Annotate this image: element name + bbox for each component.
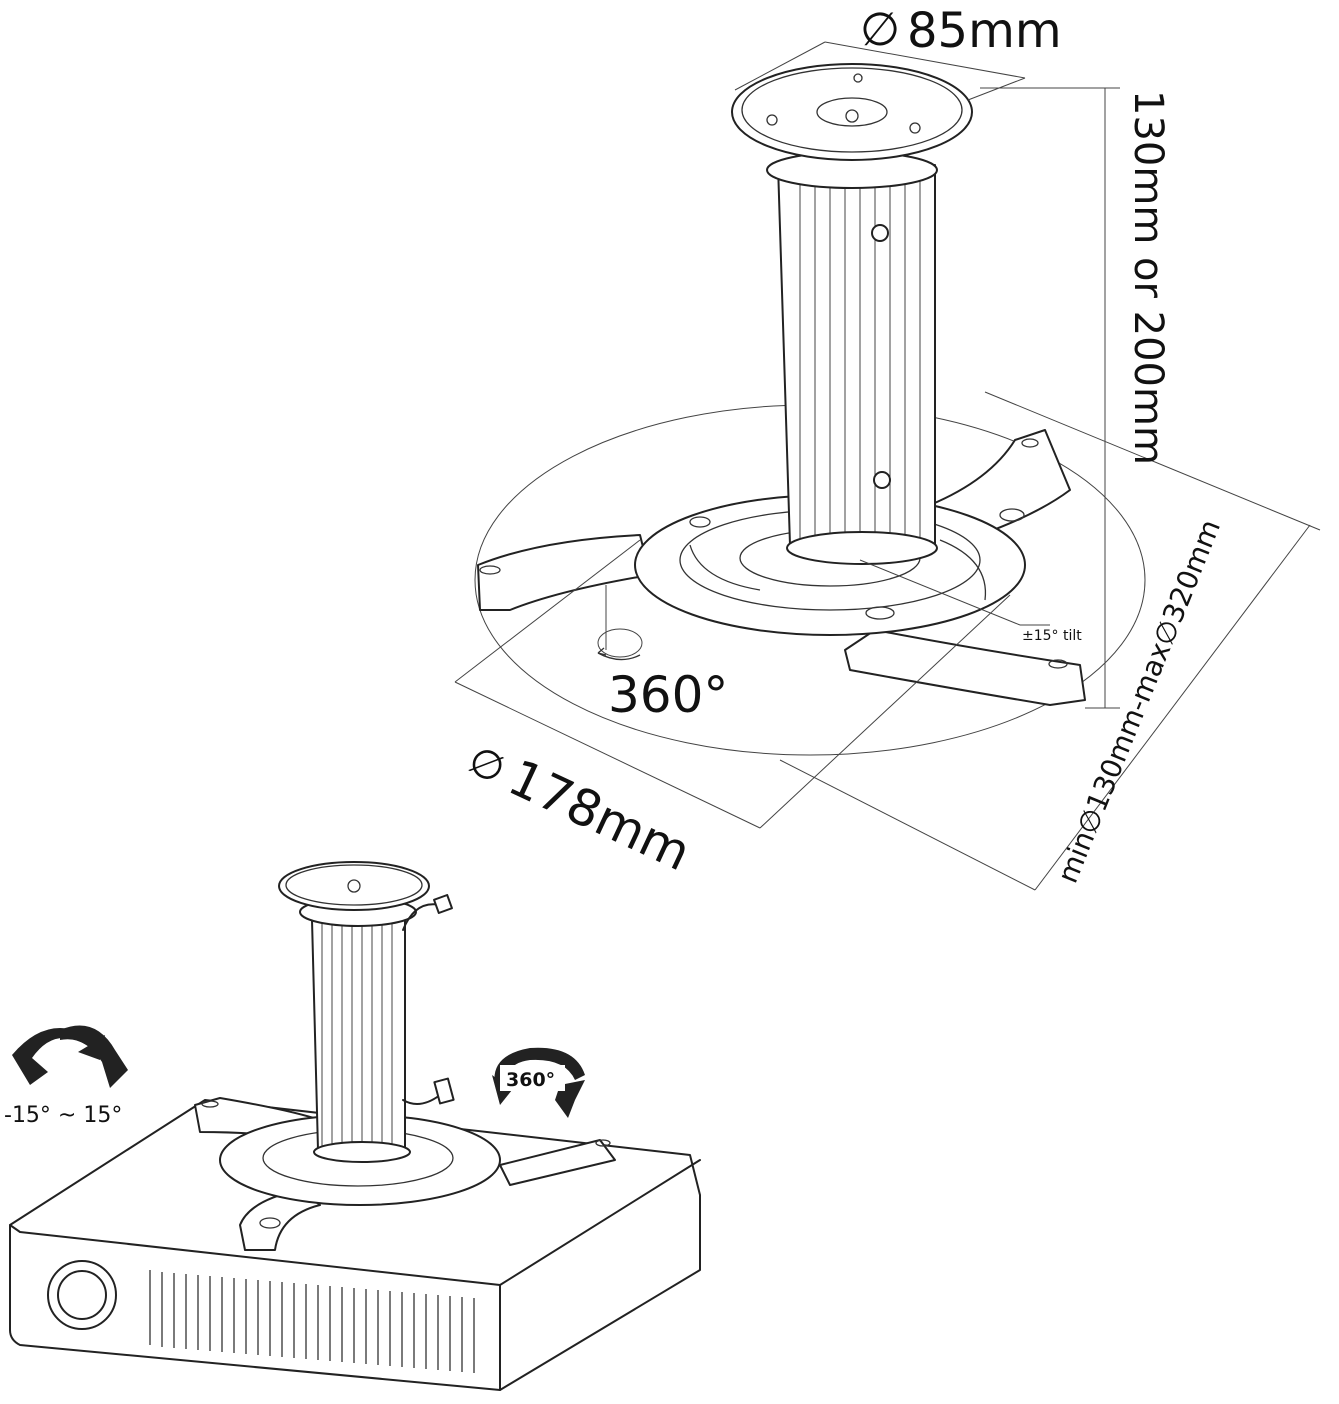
rotation-badge-label: 360° (506, 1069, 555, 1091)
plate-diameter-label: 85mm (907, 3, 1062, 59)
mount-diameter-label: 178mm (500, 748, 699, 882)
rotation-feature: 360° (492, 1047, 585, 1118)
tilt-feature: -15° ~ 15° (4, 1025, 128, 1128)
projector-vents (149, 1270, 475, 1373)
projector-mount-column (311, 919, 406, 1157)
ceiling-plate (731, 63, 973, 161)
mount-diameter-symbol: ∅ (460, 737, 513, 794)
dimension-lines (454, 41, 1321, 891)
rotation-label: 360° (608, 666, 728, 724)
rotation-arrow-icon (494, 1047, 585, 1085)
height-label: 130mm or 200mm (1125, 90, 1171, 465)
tilt-right-arrow-icon (60, 1025, 128, 1088)
mount-column (777, 164, 936, 556)
projector-assembly-drawing (9, 861, 701, 1391)
arm-front-right (844, 629, 1086, 706)
tilt-range-label: -15° ~ 15° (4, 1103, 122, 1128)
mount-detail-drawing: ∅ 85mm 130mm or 200mm ∅ 178mm min∅130mm-… (454, 2, 1321, 891)
plate-diameter-symbol: ∅ (860, 2, 900, 56)
tilt-label: ±15° tilt (1022, 628, 1082, 644)
